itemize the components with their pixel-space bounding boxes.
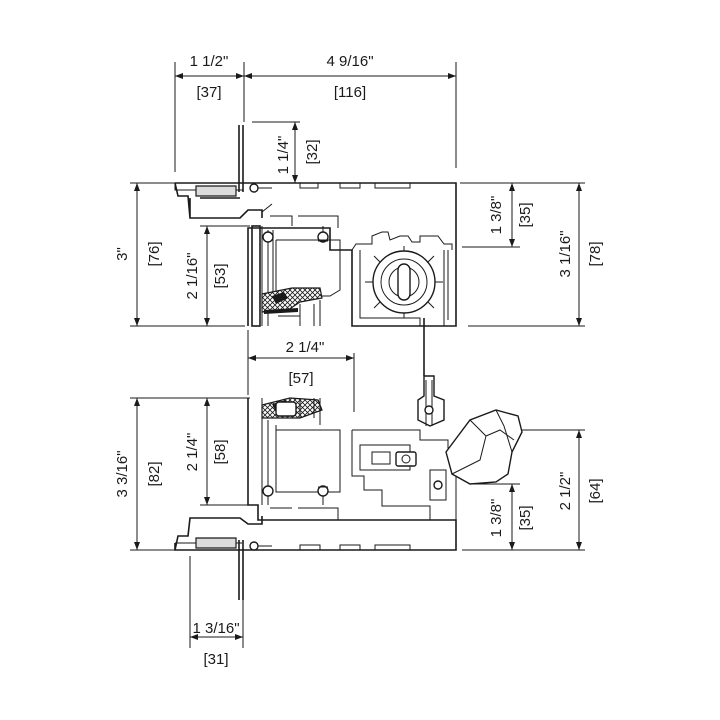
top-left-width-mm-label: [37]: [196, 84, 221, 101]
head-frame-section: [174, 125, 457, 376]
dimension-lines: [130, 62, 585, 648]
sill-inner-height-label: 2 1/4": [184, 433, 201, 472]
head-left-height-mm-label: [76]: [146, 241, 163, 266]
mid-width-mm-label: [57]: [288, 370, 313, 387]
top-right-width-mm-label: [116]: [334, 84, 366, 101]
bottom-width-mm-label: [31]: [203, 651, 228, 668]
head-left-height-label: 3": [114, 247, 131, 261]
sill-frame-section: [174, 375, 523, 600]
head-inner-height-mm-label: [53]: [212, 263, 229, 288]
top-left-width-label: 1 1/2": [190, 53, 229, 70]
sill-left-height-label: 3 3/16": [114, 450, 131, 497]
top-stop-height-mm-label: [32]: [304, 139, 321, 164]
head-right-upper-mm-label: [35]: [517, 202, 534, 227]
bottom-width-label: 1 3/16": [192, 620, 239, 637]
sill-right-total-mm-label: [64]: [587, 478, 604, 503]
head-inner-height-label: 2 1/16": [184, 252, 201, 299]
top-stop-height-label: 1 1/4": [275, 136, 292, 175]
sill-inner-height-mm-label: [58]: [212, 439, 229, 464]
sill-left-height-mm-label: [82]: [146, 461, 163, 486]
sill-right-lower-mm-label: [35]: [517, 505, 534, 530]
head-right-total-label: 3 1/16": [557, 230, 574, 277]
top-right-width-label: 4 9/16": [326, 53, 373, 70]
sill-right-lower-label: 1 3/8": [488, 499, 505, 538]
head-right-upper-label: 1 3/8": [488, 196, 505, 235]
head-right-total-mm-label: [78]: [587, 241, 604, 266]
sill-right-total-label: 2 1/2": [557, 472, 574, 511]
mid-width-label: 2 1/4": [286, 339, 325, 356]
